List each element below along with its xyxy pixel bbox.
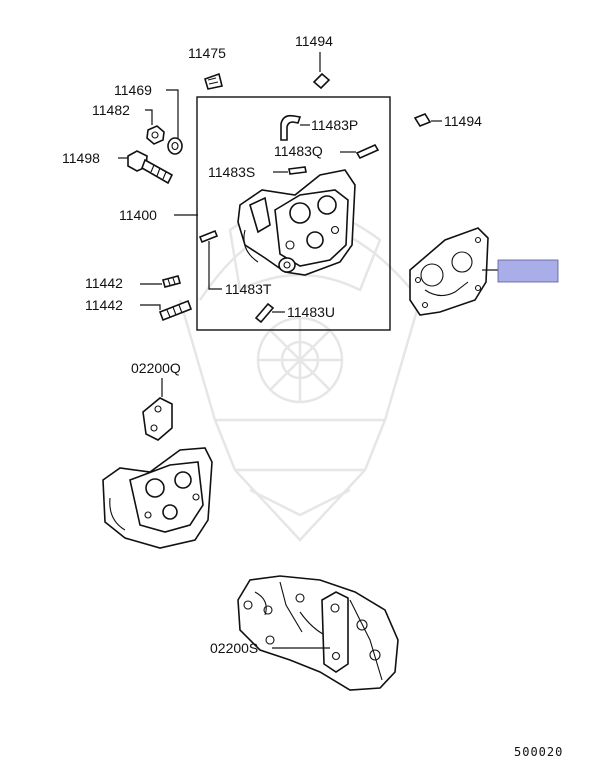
pin-11483U[interactable] — [254, 302, 285, 324]
pin-11494-right[interactable] — [413, 113, 442, 127]
label-11483Q: 11483Q — [274, 143, 323, 159]
nut-11482[interactable] — [145, 109, 165, 145]
diagram-code: 500020 — [514, 745, 563, 759]
label-11482: 11482 — [92, 102, 130, 118]
hose-11483S[interactable] — [273, 166, 307, 175]
label-11483U: 11483U — [287, 304, 335, 320]
washer-11469[interactable] — [166, 89, 183, 155]
pin-11494-top[interactable] — [312, 52, 331, 90]
hose-11483Q[interactable] — [340, 143, 380, 160]
highlight-marker — [497, 259, 559, 283]
label-11442-a: 11442 — [85, 275, 123, 291]
stud-11442-b[interactable] — [140, 299, 193, 322]
label-11475: 11475 — [188, 45, 226, 61]
stud-11442-a[interactable] — [140, 275, 181, 288]
manifold-flange[interactable] — [102, 447, 213, 549]
label-02200Q: 02200Q — [131, 360, 181, 376]
label-11400: 11400 — [119, 207, 157, 223]
hose-11483P[interactable] — [280, 114, 310, 141]
label-11483P: 11483P — [311, 117, 358, 133]
label-11469: 11469 — [114, 82, 152, 98]
label-11494-right: 11494 — [444, 113, 482, 129]
gasket[interactable] — [409, 227, 498, 316]
label-11498: 11498 — [62, 150, 100, 166]
assembly-box — [196, 96, 391, 331]
label-02200S: 02200S — [210, 640, 258, 656]
plug-11475[interactable] — [204, 72, 223, 90]
label-11442-b: 11442 — [85, 297, 123, 313]
engine-block[interactable] — [237, 575, 399, 691]
throttle-body-11400[interactable] — [174, 169, 356, 276]
label-11494-top: 11494 — [295, 33, 333, 49]
bolt-11498[interactable] — [118, 150, 174, 185]
label-11483T: 11483T — [225, 281, 272, 297]
bracket-02200Q[interactable] — [142, 378, 173, 441]
label-11483S: 11483S — [208, 164, 255, 180]
rod-11483T[interactable] — [198, 229, 222, 290]
